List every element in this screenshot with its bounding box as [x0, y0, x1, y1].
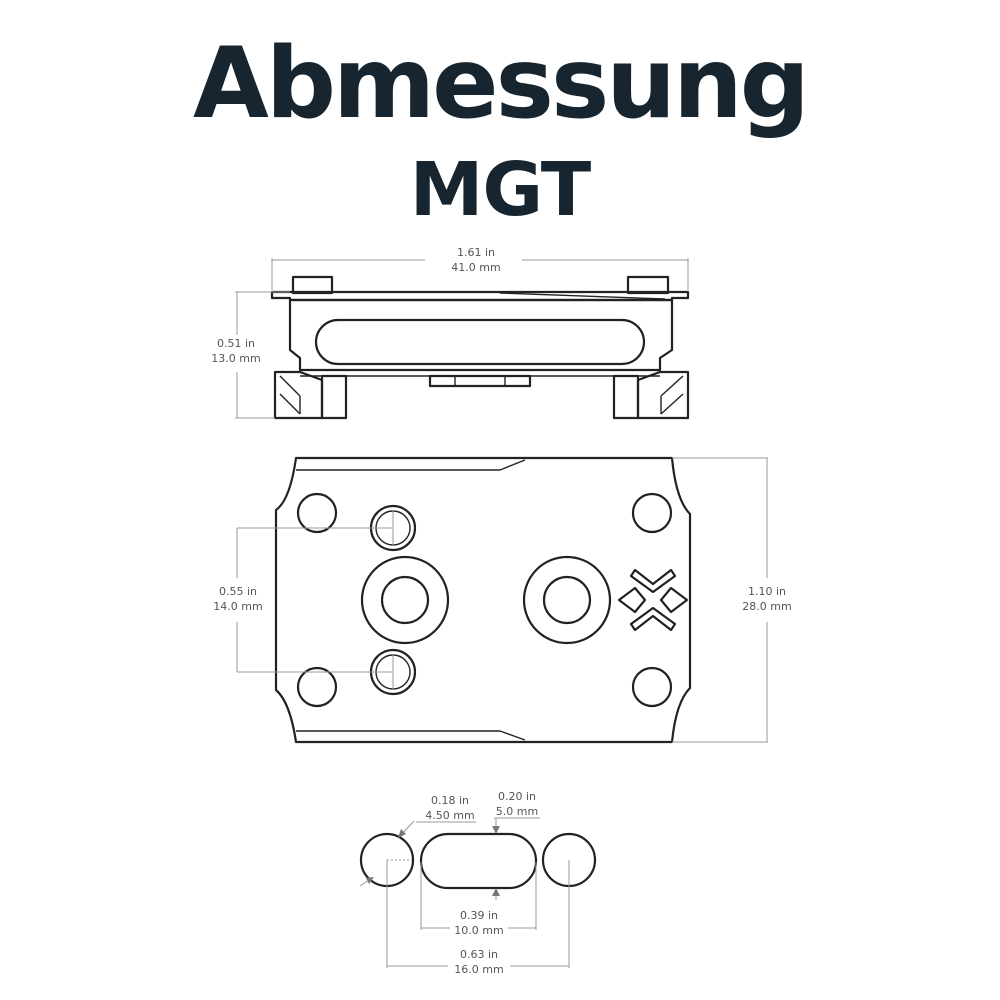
dim-label-overall-length-in: 1.61 in: [457, 246, 495, 259]
side-left-cap: [291, 275, 334, 295]
dim-label-overall-width-mm: 28.0 mm: [742, 600, 791, 613]
boss-left-hole: [380, 575, 430, 625]
dim-label-height-in: 0.51 in: [217, 337, 255, 350]
dim-slot-length: 0.39 in 10.0 mm: [420, 862, 537, 937]
boss-right-hole: [542, 575, 592, 625]
corner-hole-bottom-left: [296, 666, 338, 708]
boss-left: [360, 555, 450, 645]
center-slot: [419, 832, 538, 890]
dim-label-overall-length-mm: 41.0 mm: [451, 261, 500, 274]
dim-label-overall-width-in: 1.10 in: [748, 585, 786, 598]
side-left-leg: [320, 374, 348, 420]
dim-slot-width: 0.20 in 5.0 mm: [492, 790, 540, 900]
top-view: [274, 456, 692, 744]
dim-overall-width: 1.10 in 28.0 mm: [672, 457, 792, 743]
side-body: [288, 298, 674, 372]
dim-label-height-mm: 13.0 mm: [211, 352, 260, 365]
side-right-clamp: [636, 370, 690, 420]
dim-pin-spacing: 0.63 in 16.0 mm: [386, 860, 570, 976]
corner-hole-top-left: [296, 492, 338, 534]
boss-right: [522, 555, 612, 645]
side-right-leg: [612, 374, 640, 420]
dim-label-pin-spacing-in: 0.63 in: [460, 948, 498, 961]
dim-label-pin-diameter-mm: 4.50 mm: [425, 809, 474, 822]
dim-label-slot-width-mm: 5.0 mm: [496, 805, 538, 818]
brand-logo-icon: [617, 568, 689, 632]
dim-label-slot-width-in: 0.20 in: [498, 790, 536, 803]
side-taper-line: [499, 292, 666, 300]
side-slot: [314, 318, 646, 366]
corner-hole-bottom-right: [631, 666, 673, 708]
dim-overall-length: 1.61 in 41.0 mm: [271, 246, 689, 290]
product-name: MGT: [409, 147, 592, 233]
dim-height: 0.51 in 13.0 mm: [211, 291, 290, 419]
dim-label-slot-length-mm: 10.0 mm: [454, 924, 503, 937]
side-top-plate: [270, 290, 690, 302]
dim-label-slot-length-in: 0.39 in: [460, 909, 498, 922]
pin-slot-detail: [359, 832, 597, 890]
side-view: [270, 275, 690, 420]
side-center-tab: [428, 374, 532, 388]
dim-label-pin-diameter-in: 0.18 in: [431, 794, 469, 807]
top-plate-outline: [274, 456, 692, 744]
dim-screw-spacing: 0.55 in 14.0 mm: [213, 510, 394, 690]
dim-label-pin-spacing-mm: 16.0 mm: [454, 963, 503, 976]
dim-label-screw-spacing-in: 0.55 in: [219, 585, 257, 598]
page-title: Abmessung: [193, 27, 810, 141]
dim-pin-diameter: 0.18 in 4.50 mm: [359, 794, 476, 887]
corner-hole-top-right: [631, 492, 673, 534]
dim-label-screw-spacing-mm: 14.0 mm: [213, 600, 262, 613]
side-right-cap: [626, 275, 670, 295]
